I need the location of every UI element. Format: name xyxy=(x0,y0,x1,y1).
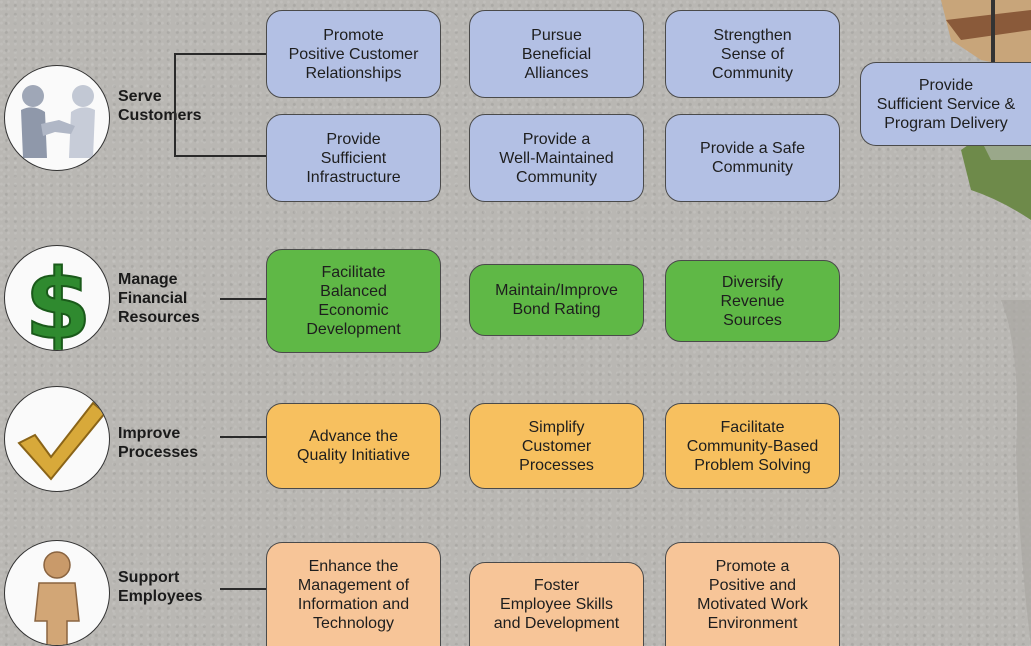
goal-provide-well-maintained-community: Provide a Well-Maintained Community xyxy=(469,114,644,202)
category-label-serve-customers: Serve Customers xyxy=(118,88,202,124)
connector-line xyxy=(174,53,176,157)
category-label-manage-financial-resources: Manage Financial Resources xyxy=(118,271,200,326)
connector-line xyxy=(174,155,268,157)
goal-provide-safe-community: Provide a Safe Community xyxy=(665,114,840,202)
goal-facilitate-balanced-economic-development: Facilitate Balanced Economic Development xyxy=(266,249,441,353)
checkmark-icon xyxy=(4,386,110,492)
connector-line xyxy=(174,53,268,55)
goal-provide-sufficient-infrastructure: Provide Sufficient Infrastructure xyxy=(266,114,441,202)
dollar-sign-icon: $ xyxy=(4,245,110,351)
category-label-improve-processes: Improve Processes xyxy=(118,425,199,461)
goal-promote-positive-motivated-work-environment: Promote a Positive and Motivated Work En… xyxy=(665,542,840,646)
goal-maintain-improve-bond-rating: Maintain/Improve Bond Rating xyxy=(469,264,644,336)
goal-promote-positive-customer-relationships: Promote Positive Customer Relationships xyxy=(266,10,441,98)
goal-enhance-management-of-information-technology: Enhance the Management of Information an… xyxy=(266,542,441,646)
goal-foster-employee-skills-and-development: Foster Employee Skills and Development xyxy=(469,562,644,646)
goal-facilitate-community-based-problem-solving: Facilitate Community-Based Problem Solvi… xyxy=(665,403,840,489)
connector-line xyxy=(220,298,268,300)
category-label-support-employees: Support Employees xyxy=(118,569,203,605)
person-icon xyxy=(4,540,110,646)
handshake-icon xyxy=(4,65,110,171)
goal-simplify-customer-processes: Simplify Customer Processes xyxy=(469,403,644,489)
goal-diversify-revenue-sources: Diversify Revenue Sources xyxy=(665,260,840,342)
svg-text:$: $ xyxy=(25,249,92,351)
goal-pursue-beneficial-alliances: Pursue Beneficial Alliances xyxy=(469,10,644,98)
goal-strengthen-sense-of-community: Strengthen Sense of Community xyxy=(665,10,840,98)
connector-line xyxy=(220,436,268,438)
connector-line xyxy=(220,588,268,590)
goal-advance-quality-initiative: Advance the Quality Initiative xyxy=(266,403,441,489)
goal-provide-sufficient-service-program-delivery: Provide Sufficient Service & Program Del… xyxy=(860,62,1031,146)
